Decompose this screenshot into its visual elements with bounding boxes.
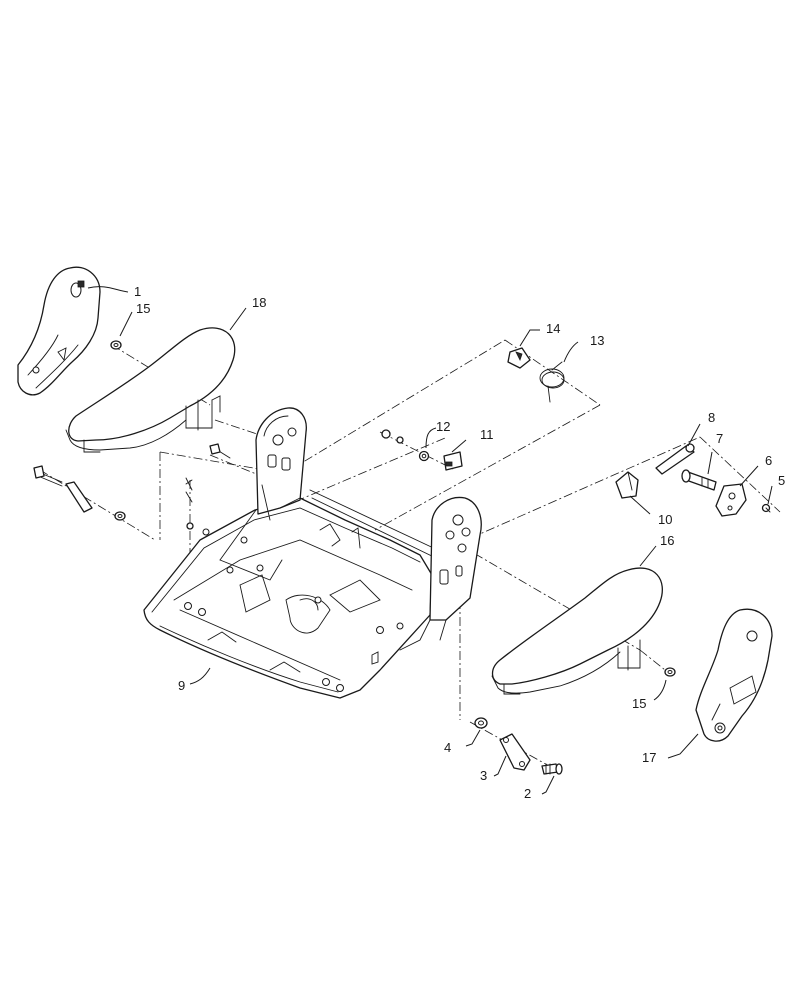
washer-4 [474,717,488,729]
left-hinge-cover [17,266,101,396]
callout-6: 6 [765,453,772,468]
callout-15-left: 15 [136,301,150,316]
leader-lines [87,286,773,795]
clip-bracket-11 [443,451,463,471]
callout-labels: 1 15 18 14 13 12 11 8 7 6 5 10 16 15 17 … [134,284,785,801]
callout-10: 10 [658,512,672,527]
spring-bracket-14 [507,347,531,369]
torsion-spring-13 [539,361,565,403]
right-armrest [491,567,663,695]
callout-2: 2 [524,786,531,801]
callout-7: 7 [716,431,723,446]
callout-17: 17 [642,750,656,765]
left-armrest [65,327,236,453]
callout-9: 9 [178,678,185,693]
right-hinge-cover [695,608,773,742]
left-washer-15 [110,340,122,350]
callout-12: 12 [436,419,450,434]
callout-5: 5 [778,473,785,488]
callout-15-right: 15 [632,696,646,711]
callout-1: 1 [134,284,141,299]
left-bolts [33,443,231,530]
callout-13: 13 [590,333,604,348]
callout-4: 4 [444,740,451,755]
bolt-2 [541,763,563,775]
callout-3: 3 [480,768,487,783]
callout-8: 8 [708,410,715,425]
callout-14: 14 [546,321,560,336]
callout-16: 16 [660,533,674,548]
screw-5 [761,503,771,513]
callout-11: 11 [480,427,494,442]
pin-7 [681,469,717,491]
lever-8 [655,443,695,475]
right-washer-15 [664,667,676,677]
nut-12 [381,429,430,462]
cam-plate-6 [715,483,747,517]
callout-18: 18 [252,295,266,310]
latch-plate-3 [499,733,531,771]
seat-frame-right-upright [399,496,482,651]
seat-frame-left-upright [219,407,443,561]
knob-10 [615,471,639,499]
